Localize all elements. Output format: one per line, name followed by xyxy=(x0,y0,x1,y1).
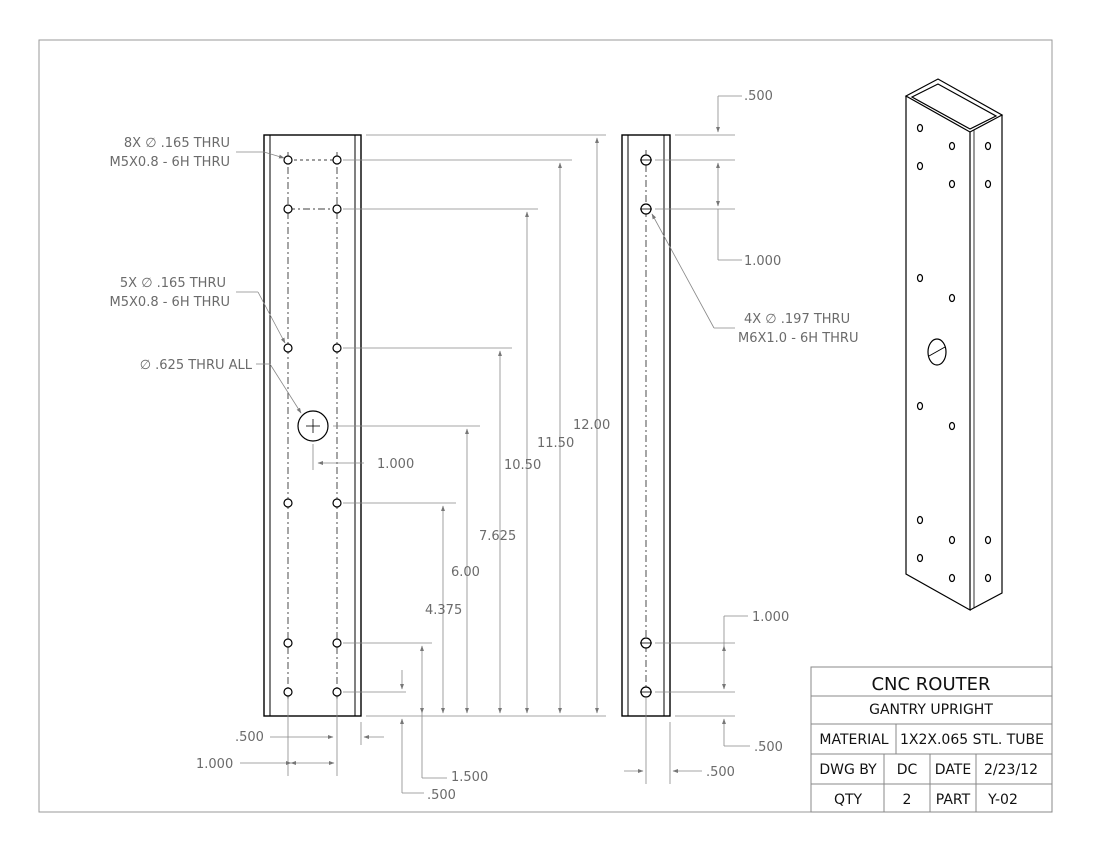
hole-165 xyxy=(283,498,293,508)
sheet-border xyxy=(38,39,1053,813)
dim-1-000-hole: 1.000 xyxy=(377,457,414,472)
hole-165 xyxy=(332,155,342,165)
hole-165 xyxy=(332,687,342,697)
date-value: 2/23/12 xyxy=(984,762,1038,778)
title-block-subtitle: GANTRY UPRIGHT xyxy=(869,702,993,718)
isometric-view xyxy=(904,78,1004,612)
title-block-frame xyxy=(810,666,1053,813)
dim-10-50: 10.50 xyxy=(504,458,541,473)
dim-1-000-left: 1.000 xyxy=(196,757,233,772)
material-value: 1X2X.065 STL. TUBE xyxy=(900,732,1044,748)
dim-500-bottom: .500 xyxy=(427,788,456,803)
note-8x-holes-line1: 8X ∅ .165 THRU xyxy=(124,136,230,151)
dim-500-top: .500 xyxy=(744,89,773,104)
side-dimensions xyxy=(624,95,750,784)
hole-165 xyxy=(332,343,342,353)
part-label: PART xyxy=(936,792,971,808)
note-5x-holes-line2: M5X0.8 - 6H THRU xyxy=(110,295,230,310)
hole-165 xyxy=(283,638,293,648)
dim-12-00: 12.00 xyxy=(573,418,610,433)
front-holes xyxy=(283,155,342,697)
dim-500-width: .500 xyxy=(706,765,735,780)
date-label: DATE xyxy=(935,762,971,778)
dwg-by-value: DC xyxy=(897,762,918,778)
title-block-title: CNC ROUTER xyxy=(871,674,990,695)
material-label: MATERIAL xyxy=(819,732,888,748)
note-5x-holes-line1: 5X ∅ .165 THRU xyxy=(120,276,226,291)
title-block: CNC ROUTER GANTRY UPRIGHT MATERIAL 1X2X.… xyxy=(810,666,1053,813)
hole-165 xyxy=(332,204,342,214)
part-value: Y-02 xyxy=(987,792,1018,808)
front-dimension-labels: 12.00 11.50 10.50 7.625 6.00 4.375 1.000… xyxy=(110,136,611,803)
iso-front-face xyxy=(905,96,971,612)
dim-6-00: 6.00 xyxy=(451,565,480,580)
side-view xyxy=(621,134,671,717)
dwg-by-label: DWG BY xyxy=(819,762,877,778)
front-view xyxy=(263,134,362,717)
dim-4-375: 4.375 xyxy=(425,603,462,618)
hole-165 xyxy=(332,638,342,648)
dim-7-625: 7.625 xyxy=(479,529,516,544)
iso-top-inner xyxy=(910,83,998,130)
dim-1-500-bottom: 1.500 xyxy=(451,770,488,785)
title-block-grid xyxy=(811,695,1052,812)
dim-1-000-top: 1.000 xyxy=(744,254,781,269)
note-4x-holes-line2: M6X1.0 - 6H THRU xyxy=(738,331,858,346)
note-4x-holes-line1: 4X ∅ .197 THRU xyxy=(744,312,850,327)
side-dimension-labels: .500 1.000 1.000 .500 .500 4X ∅ .197 THR… xyxy=(706,89,858,780)
hole-165 xyxy=(283,155,293,165)
note-8x-holes-line2: M5X0.8 - 6H THRU xyxy=(110,155,230,170)
dim-11-50: 11.50 xyxy=(537,436,574,451)
dim-500-bottom-side: .500 xyxy=(754,740,783,755)
hole-625-center-mark xyxy=(306,419,320,433)
dim-1-000-bottom: 1.000 xyxy=(752,610,789,625)
side-hole-center-marks xyxy=(640,159,652,693)
iso-side-face xyxy=(969,115,1003,611)
qty-value: 2 xyxy=(903,792,912,808)
dim-500-left: .500 xyxy=(235,730,264,745)
front-dimensions xyxy=(236,134,606,794)
qty-label: QTY xyxy=(834,792,863,808)
iso-holes xyxy=(916,123,992,583)
hole-165 xyxy=(332,498,342,508)
hole-165 xyxy=(283,204,293,214)
hole-165 xyxy=(283,343,293,353)
front-view-outline xyxy=(263,134,362,717)
hole-165 xyxy=(283,687,293,697)
note-large-hole: ∅ .625 THRU ALL xyxy=(140,358,253,373)
